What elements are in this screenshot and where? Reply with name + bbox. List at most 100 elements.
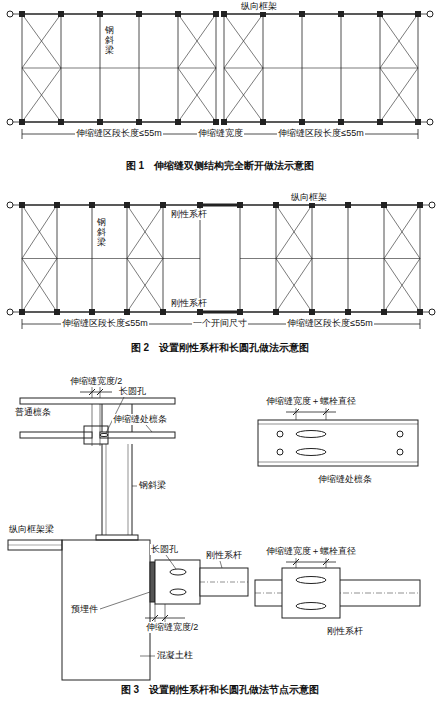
longitudinal-frame [22,311,200,313]
ridge-line [240,258,420,259]
purlin [100,432,175,438]
figure-caption: 图 2 设置刚性系杆和长圆孔做法示意图 [130,342,310,354]
part-label: 伸缩缝宽度 [197,128,244,139]
part-label: 刚性系杆 [326,626,364,637]
purlin [20,398,175,404]
bracing [224,14,263,68]
column [346,203,351,208]
part-label: 伸缩缝宽度/2 [69,376,124,387]
vertical-label: 钢斜梁 [104,26,115,56]
steel-rafter [240,205,241,312]
bracing [22,14,61,68]
part-label: 伸缩缝处檩条 [112,414,168,425]
part-label: 纵向框架 [290,192,328,203]
bracing [22,68,61,122]
part-label: 伸缩缝宽度＋螺栓直径 [265,396,357,407]
part-label: 一个开间尺寸 [192,318,248,329]
bracing [127,205,163,259]
steel-rafter [302,14,303,122]
bracing [276,205,312,259]
column [90,203,95,208]
bracing [22,205,57,259]
axis-circle [7,202,13,208]
longitudinal-frame [22,121,216,123]
bracing [22,68,61,122]
rigid-tie [200,568,248,596]
part-label: 钢斜梁 [138,480,167,491]
steel-rafter [341,14,342,122]
column [346,310,351,315]
column [90,310,95,315]
part-label: 长圆孔 [118,386,147,397]
bracing [127,259,163,313]
bracing [127,205,163,259]
column [300,12,305,17]
longitudinal-frame [240,311,420,313]
column [300,120,305,125]
bracing [380,14,418,68]
column [339,12,344,17]
bracing [380,68,418,122]
rigid-tie [200,311,240,314]
part-label: 长圆孔 [150,544,179,555]
bracing [276,259,312,313]
bracing [224,68,263,122]
ridge-line [22,68,216,69]
axis-circle [427,11,433,17]
frame-beam [8,540,62,550]
part-label: 伸缩缝区段长度≤55m [286,318,373,329]
bracing [22,259,57,313]
part-label: 刚性系杆 [205,550,243,561]
part-label: 普通檩条 [14,407,52,418]
figure-caption: 图 1 伸缩缝双侧结构完全断开做法示意图 [125,160,315,172]
column [137,120,142,125]
part-label: 刚性系杆 [170,298,208,309]
part-label: 伸缩缝处檩条 [317,474,373,485]
node-detail [8,387,248,680]
column [98,120,103,125]
part-label: 纵向框架梁 [8,524,55,535]
bracing [127,259,163,313]
axis-circle [7,11,13,17]
column [137,12,142,17]
part-label: 伸缩缝区段长度≤55m [61,318,148,329]
axis-circle [429,202,435,208]
bracing [178,68,216,122]
ridge-line [22,258,200,259]
axis-circle [7,309,13,315]
steel-rafter [100,14,101,122]
part-label: 伸缩缝区段长度≤55m [75,128,162,139]
part-label: 混凝土柱 [156,650,194,661]
ridge-line [224,68,418,69]
bracing [384,205,420,259]
bracing [276,205,312,259]
part-label: 伸缩缝区段长度≤55m [277,128,364,139]
axis-circle [427,119,433,125]
axis-circle [7,119,13,125]
bracing [178,14,216,68]
bracing [384,259,420,313]
bracing [178,14,216,68]
longitudinal-frame [224,13,418,15]
part-label: 预埋件 [70,604,99,615]
part-label: 伸缩缝宽度＋螺栓直径 [265,546,357,557]
longitudinal-frame [22,13,216,15]
steel-rafter [139,14,140,122]
part-label: 伸缩缝宽度/2 [145,622,200,633]
purlin [20,432,92,438]
bracing [384,205,420,259]
bracing [380,68,418,122]
concrete-column [62,540,150,680]
vertical-label: 钢斜梁 [96,218,107,248]
steel-rafter [348,205,349,312]
frame-plans [7,11,435,315]
embedded-plate [150,562,155,602]
slot-detail [255,408,420,618]
bracing [22,205,57,259]
column [98,12,103,17]
axis-circle [429,309,435,315]
part-label: 纵向框架 [240,1,278,12]
bracing [178,68,216,122]
